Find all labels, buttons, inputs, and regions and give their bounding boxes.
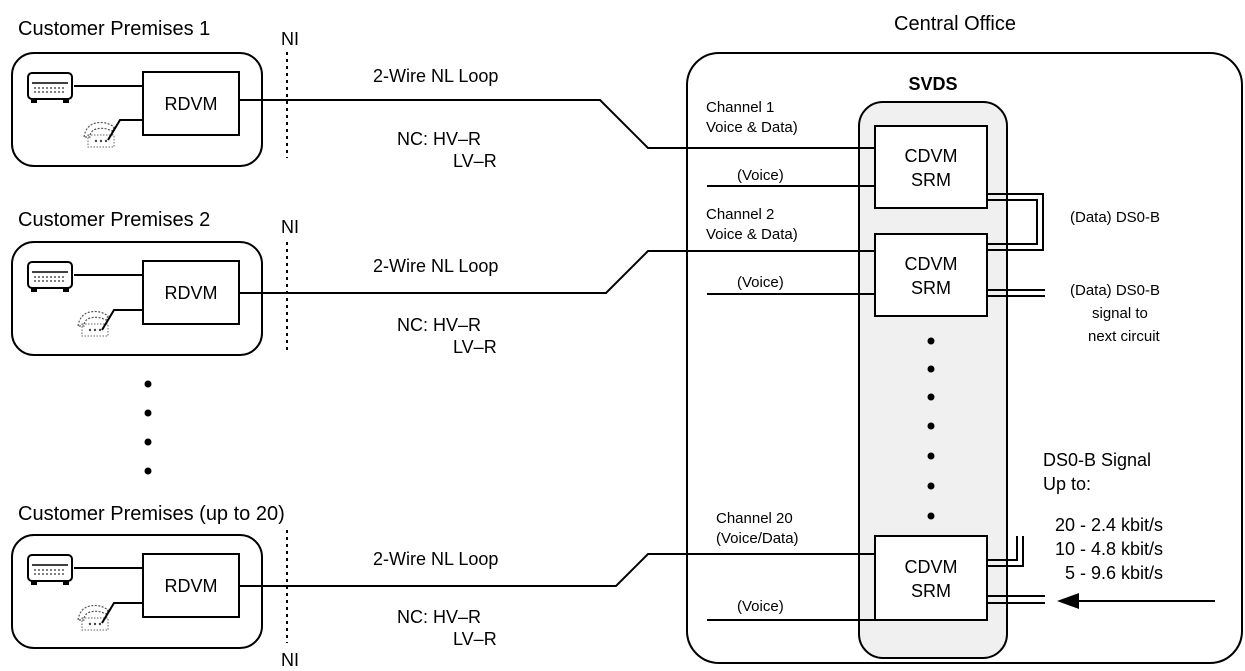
svds-ellipsis (927, 337, 935, 520)
voice-label: (Voice) (737, 167, 784, 184)
channel-20-group: Channel 20 (Voice/Data) (Voice) CDVM SRM (707, 510, 988, 621)
premises-title: Customer Premises 1 (18, 18, 210, 40)
loop-line (239, 553, 875, 587)
cdvm-label: CDVM (905, 146, 958, 166)
rate-item: 10 - 4.8 kbit/s (1055, 539, 1163, 559)
loop-line (239, 250, 875, 294)
nc-label-2: LV–R (453, 629, 497, 649)
premises-title: Customer Premises (up to 20) (18, 503, 285, 525)
nc-label: NC: HV–R (397, 129, 481, 149)
loop-label: 2-Wire NL Loop (373, 256, 498, 276)
srm-label: SRM (911, 278, 951, 298)
nc-label-2: LV–R (453, 337, 497, 357)
central-office-title: Central Office (894, 13, 1016, 35)
premises-ellipsis (144, 380, 152, 475)
data-ds0b-label: (Data) DS0-B (1070, 209, 1160, 226)
loop-line (239, 99, 875, 149)
rdvm-label: RDVM (165, 283, 218, 303)
cdvm-srm-module (874, 535, 988, 621)
signal-title: DS0-B Signal (1043, 450, 1151, 470)
channel-1-group: Channel 1 Voice & Data) (Voice) CDVM SRM (706, 99, 988, 209)
channel-2-group: Channel 2 Voice & Data) (Voice) CDVM SRM (706, 206, 988, 317)
voice-label: (Voice) (737, 274, 784, 291)
rdvm-module (142, 553, 240, 618)
signal-subtitle: Up to: (1043, 474, 1091, 494)
customer-premises-20: Customer Premises (up to 20) RDVM NI 2-W… (11, 503, 875, 670)
cdvm-label: CDVM (905, 557, 958, 577)
next-circuit-label: signal to (1092, 305, 1148, 322)
nc-label-2: LV–R (453, 151, 497, 171)
data-terminal-icon (27, 72, 73, 104)
data-ds0b-label-2: (Data) DS0-B (1070, 282, 1160, 299)
channel-label: Channel 20 (716, 510, 793, 527)
ds0b-output (987, 289, 1045, 297)
channel-sublabel: (Voice/Data) (716, 530, 799, 547)
loop-label: 2-Wire NL Loop (373, 549, 498, 569)
data-terminal-icon (27, 554, 73, 586)
nc-label: NC: HV–R (397, 607, 481, 627)
cdvm-label: CDVM (905, 254, 958, 274)
channel-sublabel: Voice & Data) (706, 119, 798, 136)
customer-premises-2: Customer Premises 2 RDVM NI 2-Wire NL Lo… (11, 209, 875, 357)
cdvm-srm-module (874, 233, 988, 317)
rdvm-module (142, 71, 240, 136)
ni-label: NI (281, 650, 299, 670)
loop-label: 2-Wire NL Loop (373, 66, 498, 86)
ds0b-interconnect (987, 193, 1044, 251)
rdvm-label: RDVM (165, 576, 218, 596)
nc-label: NC: HV–R (397, 315, 481, 335)
voice-label: (Voice) (737, 598, 784, 615)
next-circuit-label-2: next circuit (1088, 328, 1161, 345)
customer-premises-1: Customer Premises 1 RDVM NI 2-Wire NL Lo… (11, 18, 875, 171)
srm-label: SRM (911, 170, 951, 190)
srm-label: SRM (911, 581, 951, 601)
rdvm-label: RDVM (165, 94, 218, 114)
rate-item: 20 - 2.4 kbit/s (1055, 515, 1163, 535)
channel-label: Channel 2 (706, 206, 774, 223)
rate-item: 5 - 9.6 kbit/s (1065, 563, 1163, 583)
channel-label: Channel 1 (706, 99, 774, 116)
ni-label: NI (281, 217, 299, 237)
svds-label: SVDS (908, 74, 957, 94)
channel-sublabel: Voice & Data) (706, 226, 798, 243)
ni-label: NI (281, 29, 299, 49)
ds0b-input (987, 536, 1045, 604)
cdvm-srm-module (874, 125, 988, 209)
premises-title: Customer Premises 2 (18, 209, 210, 231)
data-terminal-icon (27, 261, 73, 293)
arrow-left-icon (1057, 593, 1215, 609)
